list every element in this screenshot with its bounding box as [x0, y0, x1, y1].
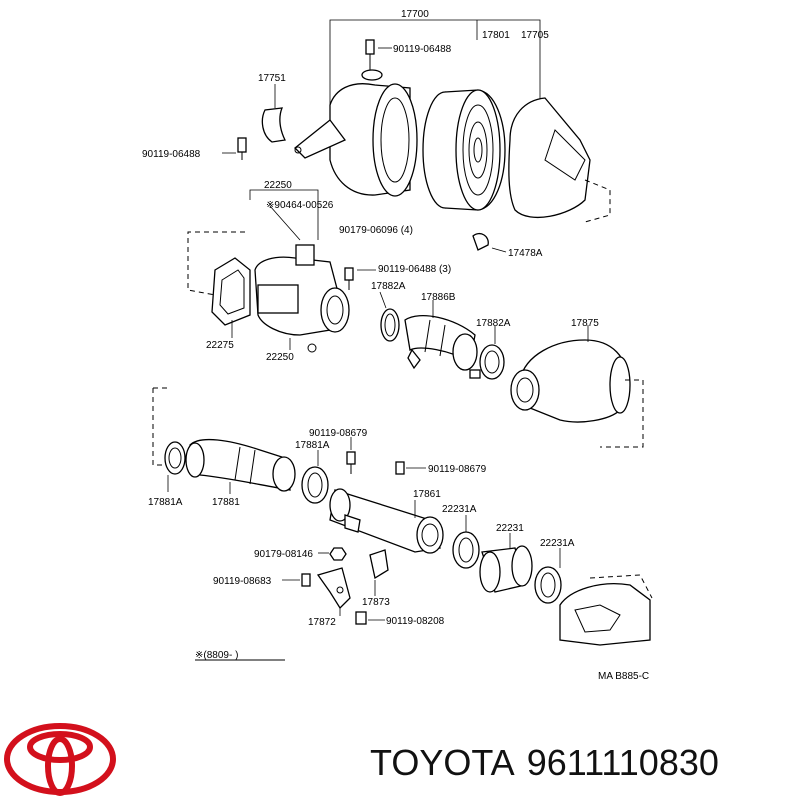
part-label: 17881A	[148, 497, 183, 508]
part-label: 17801	[482, 30, 510, 41]
part-label: 17875	[571, 318, 599, 329]
air-cleaner-group	[222, 19, 611, 223]
part-label: 17700	[401, 9, 429, 20]
diagram-note: ※(8809- )	[195, 650, 238, 661]
part-label: 17478A	[508, 248, 543, 259]
part-label: 22231A	[540, 538, 575, 549]
brand-caption: TOYOTA 9611110830	[370, 740, 790, 786]
part-label: 90119-08683	[213, 576, 272, 587]
part-label: 90119-06488	[142, 149, 201, 160]
part-labels: 17700 17801 17705 90119-06488 17751 9011…	[142, 9, 649, 682]
part-label: 17872	[308, 617, 336, 628]
part-label: 17751	[258, 73, 286, 84]
part-label: 17882A	[476, 318, 511, 329]
meter-group	[187, 189, 644, 448]
part-label: 90119-06488 (3)	[378, 264, 451, 275]
part-label: 22231A	[442, 504, 477, 515]
part-label: ※90464-00526	[266, 200, 334, 211]
toyota-logo-icon	[4, 723, 116, 796]
part-label: 22275	[206, 340, 234, 351]
part-label: 90119-06488	[393, 44, 452, 55]
brand-name: TOYOTA	[370, 742, 515, 783]
part-label: 22231	[496, 523, 524, 534]
part-label: 17861	[413, 489, 441, 500]
part-label: 17881	[212, 497, 240, 508]
diagram-ref-code: MA B885-C	[598, 671, 649, 682]
intake-pipe-group	[152, 387, 653, 661]
part-label: 22250	[266, 352, 294, 363]
part-label: 17881A	[295, 440, 330, 451]
part-label: 17873	[362, 597, 390, 608]
part-label: 17705	[521, 30, 549, 41]
part-label: 90179-06096 (4)	[339, 225, 413, 236]
part-label: 17882A	[371, 281, 406, 292]
part-label: 90119-08208	[386, 616, 445, 627]
part-label: 22250	[264, 180, 292, 191]
part-label: 90179-08146	[254, 549, 313, 560]
part-label: 17886B	[421, 292, 456, 303]
part-label: 90119-08679	[428, 464, 487, 475]
part-label: 90119-08679	[309, 428, 368, 439]
part-number: 9611110830	[526, 742, 719, 783]
